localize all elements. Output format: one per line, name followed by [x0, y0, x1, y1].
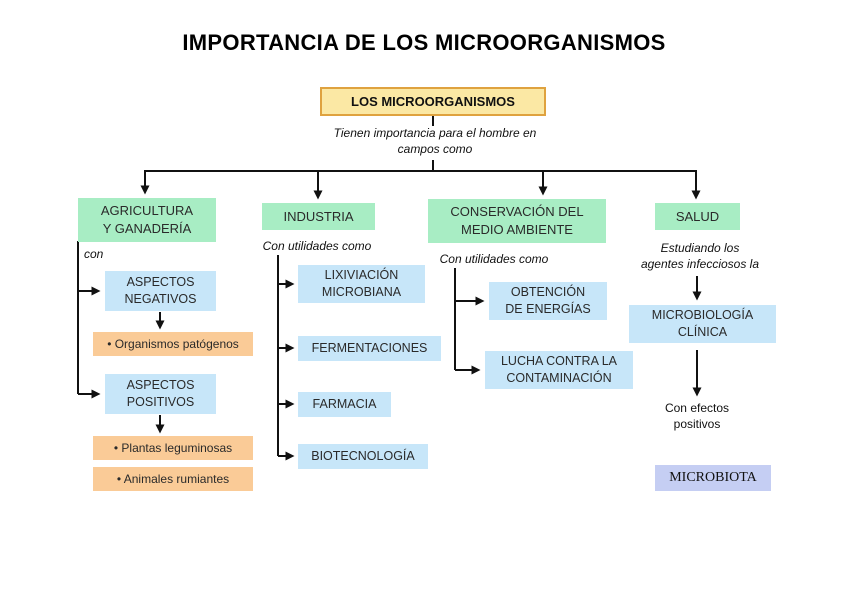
node-fermentaciones: FERMENTACIONES [298, 336, 441, 361]
node-lucha-contaminacion: LUCHA CONTRA LA CONTAMINACIÓN [485, 351, 633, 389]
diagram-title: IMPORTANCIA DE LOS MICROORGANISMOS [182, 30, 666, 55]
agricultura-connectors [77, 241, 165, 434]
node-obtencion-energias: OBTENCIÓN DE ENERGÍAS [489, 282, 607, 320]
node-microbiota: MICROBIOTA [655, 465, 771, 491]
node-plantas-leguminosas: • Plantas leguminosas [93, 436, 253, 460]
caption-agricultura: con [84, 247, 104, 261]
node-organismos-patogenos: • Organismos patógenos [93, 332, 253, 356]
industria-connectors [277, 255, 295, 461]
node-lixiviacion-microbiana: LIXIVIACIÓN MICROBIANA [298, 265, 425, 303]
node-animales-rumiantes: • Animales rumiantes [93, 467, 253, 491]
category-industria: INDUSTRIA [262, 203, 375, 230]
node-farmacia: FARMACIA [298, 392, 391, 417]
caption-conservacion: Con utilidades como [439, 252, 549, 266]
node-microbiologia-clinica: MICROBIOLOGÍA CLÍNICA [629, 305, 776, 343]
category-conservacion: CONSERVACIÓN DEL MEDIO AMBIENTE [428, 199, 606, 243]
node-aspectos-negativos: ASPECTOS NEGATIVOS [105, 271, 216, 311]
node-biotecnologia: BIOTECNOLOGÍA [298, 444, 428, 469]
root-node: LOS MICROORGANISMOS [320, 87, 546, 116]
caption-salud: Estudiando los agentes infecciosos la [640, 241, 760, 271]
category-agricultura: AGRICULTURA Y GANADERÍA [78, 198, 216, 242]
caption-industria: Con utilidades como [262, 239, 372, 253]
root-caption: Tienen importancia para el hombre en cam… [295, 126, 575, 160]
root-connectors [140, 115, 701, 200]
caption-efectos-positivos: Con efectos positivos [664, 401, 730, 431]
conservacion-connectors [454, 268, 485, 375]
node-aspectos-positivos: ASPECTOS POSITIVOS [105, 374, 216, 414]
category-salud: SALUD [655, 203, 740, 230]
